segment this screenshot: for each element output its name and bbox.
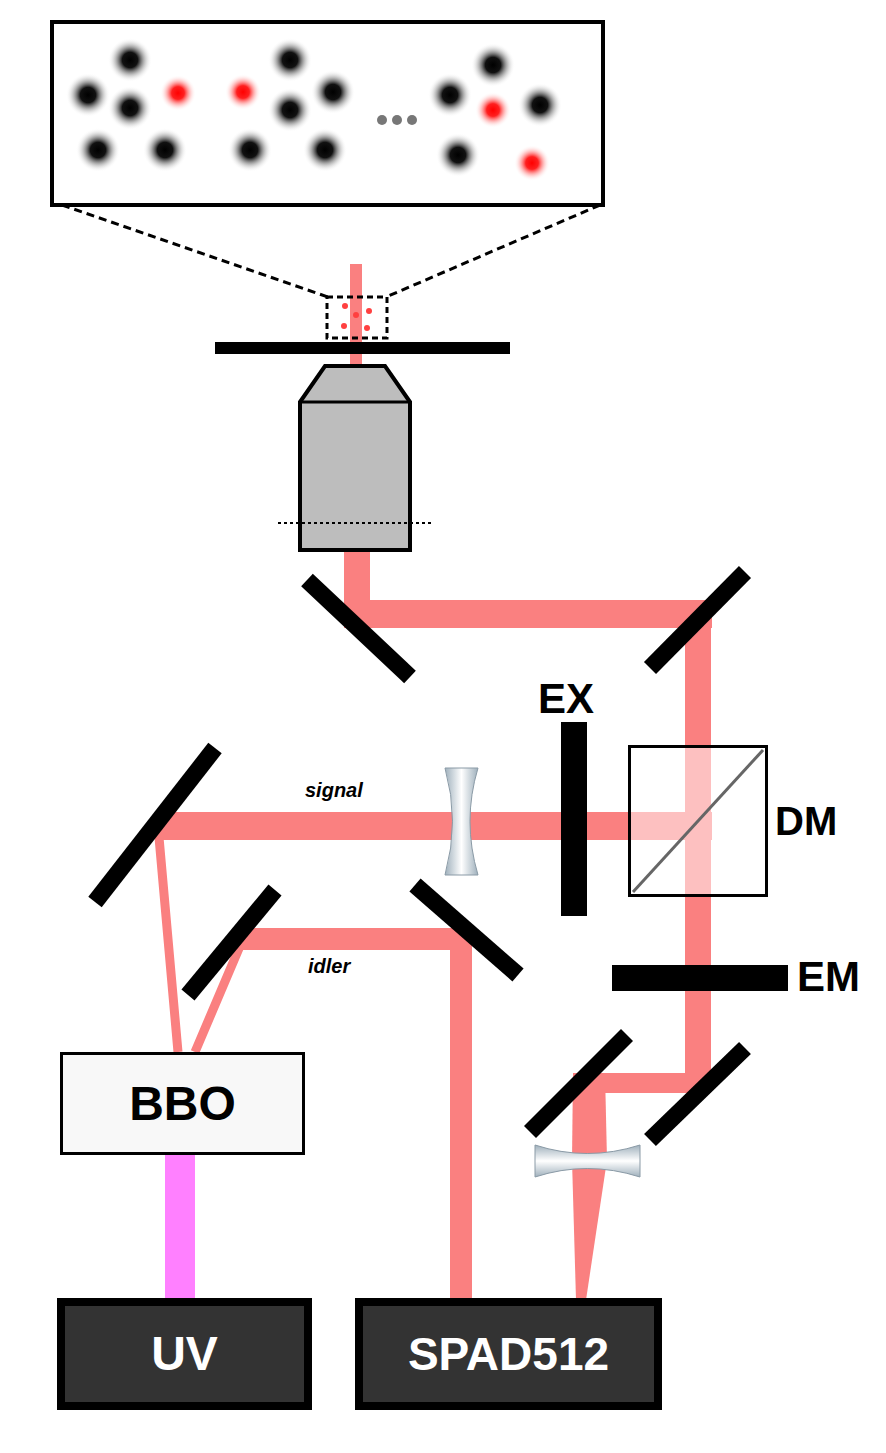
dark-emitter (108, 86, 152, 130)
dark-emitter (518, 83, 562, 127)
node-label: DM (775, 801, 837, 841)
signal-lens (445, 768, 478, 875)
filter-label: EM (797, 956, 860, 998)
mirror (95, 748, 215, 902)
beam-label: signal (305, 780, 363, 800)
zoom-line (386, 205, 600, 297)
splitter-diagonal-line (633, 750, 763, 892)
dark-emitter (76, 128, 120, 172)
excitation-filter (561, 722, 587, 916)
node-label: BBO (129, 1080, 236, 1128)
ellipsis-dot (392, 115, 402, 125)
dark-emitter (436, 133, 480, 177)
dark-emitter (428, 73, 472, 117)
dark-emitter (311, 70, 355, 114)
emitter-field (66, 38, 562, 181)
sample-dot (341, 323, 347, 329)
objective-line (300, 401, 410, 404)
mirror (530, 1035, 627, 1132)
node-label: UV (151, 1330, 218, 1378)
mirror (650, 572, 745, 668)
dark-emitter (66, 73, 110, 117)
node-label: SPAD512 (408, 1331, 609, 1377)
emission-lens (535, 1145, 640, 1177)
mirror (415, 885, 518, 975)
red-emitter (475, 92, 511, 128)
ellipsis-dot (377, 115, 387, 125)
mirror (650, 1048, 745, 1140)
zoom-line (62, 205, 328, 297)
dark-emitter (471, 43, 515, 87)
inset-frame (52, 22, 603, 205)
splitter-diagonal (631, 748, 765, 894)
sample-dot (353, 312, 359, 318)
red-emitter (160, 75, 196, 111)
sample-dot (342, 303, 348, 309)
light-beam (581, 897, 698, 1298)
zoom-box (327, 297, 387, 338)
dark-emitter (143, 128, 187, 172)
mirror (307, 580, 410, 677)
dark-emitter (108, 38, 152, 82)
beam-label: idler (308, 956, 350, 976)
dark-emitter (268, 38, 312, 82)
light-beam (165, 1155, 195, 1298)
dark-emitter (228, 128, 272, 172)
dichroic-mirror: DM (628, 745, 768, 897)
sample-stage (215, 342, 510, 354)
ellipsis-dot (407, 115, 417, 125)
red-emitter (225, 74, 261, 110)
sample-dot (364, 325, 370, 331)
dark-emitter (268, 88, 312, 132)
detector-box: SPAD512 (355, 1298, 662, 1410)
sample-dot (366, 308, 372, 314)
filter-label: EX (538, 678, 594, 720)
top-beam (344, 600, 712, 628)
red-emitter (514, 145, 550, 181)
dark-emitter (303, 128, 347, 172)
emission-filter (612, 965, 788, 991)
mirror (188, 890, 275, 995)
back-focal-plane (278, 522, 433, 524)
laser-box: UV (57, 1298, 312, 1410)
crystal-box: BBO (60, 1052, 305, 1155)
